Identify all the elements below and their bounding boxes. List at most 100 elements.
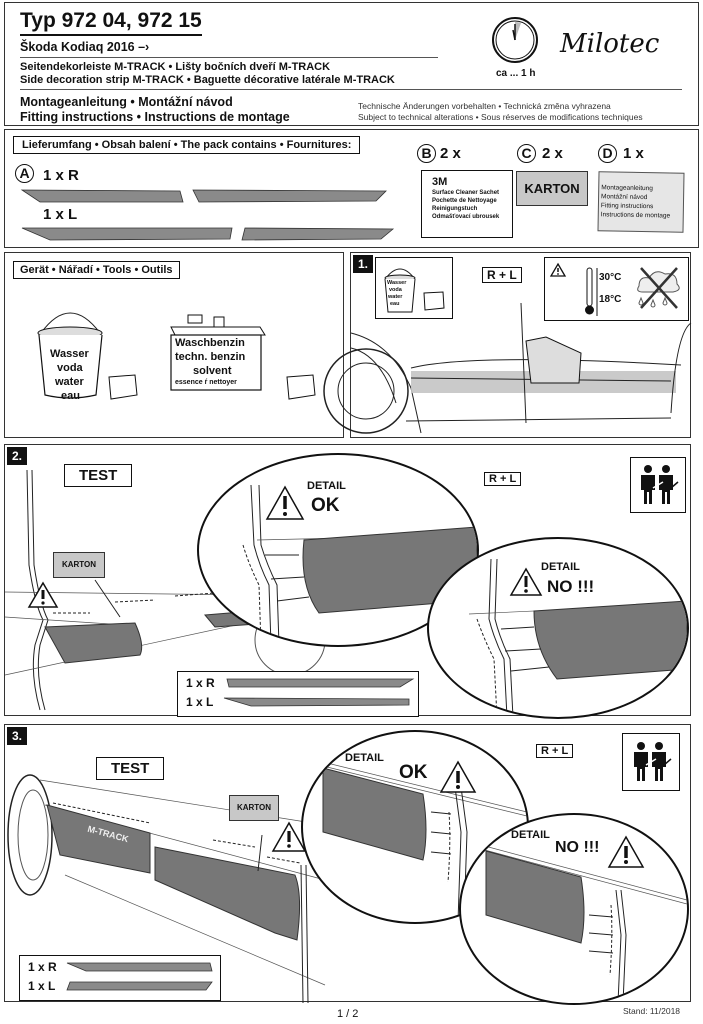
thermometer-icon [585,267,598,316]
vehicle-name: Škoda Kodiaq 2016 –› [20,40,150,54]
karton-card: KARTON [516,171,588,206]
can-label-2: techn. benzin [175,351,246,363]
side-badge: R + L [536,744,574,758]
bucket-label-4: eau [61,390,80,402]
conditions-box: 30°C 18°C [544,257,689,321]
warning-icon [439,760,477,793]
no-label: NO !!! [555,839,600,856]
item-a-qty-r: 1 x R [43,167,79,184]
temp-min: 18°C [599,294,622,305]
sachet-line-1: Surface Cleaner Sachet [432,190,500,196]
product-line-2: Side decoration strip M-TRACK • Baguette… [20,74,395,86]
detail-ok-drawing [242,484,477,645]
bucket-label-2: voda [57,362,83,374]
side-badge: R + L [484,472,522,486]
tools-panel: Gerät • Nářadí • Tools • Outils Wasser v… [4,252,344,438]
revision-date: Stand: 11/2018 [623,1006,681,1016]
item-a-letter: A [15,164,34,183]
step-number: 2. [7,447,28,465]
notice-line-2: Subject to technical alterations • Sous … [358,112,643,122]
step-3-panel: 3. M-TRACK TEST KARTON DETAIL OK [4,724,691,1005]
test-label: TEST [96,757,165,780]
item-a-qty-l: 1 x L [43,206,78,223]
cloth-icon [423,291,445,311]
strip-r-front [20,189,184,203]
can-label-4: essence ŕ nettoyer [175,379,237,386]
item-d-qty: 1 x [623,145,644,162]
warning-icon [509,567,543,596]
no-rain-icon [637,267,680,309]
strip-l-front [21,227,233,241]
bucket-label-3: water [55,376,84,388]
bucket-icon [384,268,416,313]
two-person-icon [622,733,680,791]
warning-icon [607,835,645,868]
step1-bucket-label-3: water [388,294,403,300]
notice-line-1: Technische Änderungen vorbehalten • Tech… [358,101,611,111]
strip-r-rear [192,189,387,203]
product-line-1: Seitendekorleiste M-TRACK • Lišty bočníc… [20,61,331,73]
strip-l-rear [241,227,395,241]
detail-no-drawing [480,844,687,1003]
tools-heading: Gerät • Nářadí • Tools • Outils [13,261,180,279]
detail-label: DETAIL [541,561,580,573]
bucket-icon [37,312,103,399]
sheet-line-4: Instructions de montage [600,211,671,220]
doc-type-line-1: Montageanleitung • Montážní návod [20,95,233,109]
two-person-icon-glyph [634,742,672,781]
car-side-illustration [323,302,692,434]
warning-icon [27,581,59,608]
sheet-line-1: Montageanleitung [601,184,653,193]
detail-no-drawing [468,558,687,717]
can-label-3: solvent [193,365,232,377]
solvent-can-icon [170,314,266,391]
item-c-qty: 2 x [542,145,563,162]
warning-icon [271,821,307,852]
test-label: TEST [64,464,133,487]
karton-card: KARTON [229,795,279,821]
item-b-qty: 2 x [440,145,461,162]
step1-bucket-label-4: eau [390,301,400,307]
strip-legend: 1 x R 1 x L [177,671,419,717]
legend-qty-l: 1 x L [28,979,56,993]
step-2-panel: 2. TEST KARTON DETAIL OK [4,444,691,719]
cleaner-sachet: 3M Surface Cleaner Sachet Pochette de Ne… [421,170,513,238]
page-number: 1 / 2 [337,1008,359,1020]
item-c-letter: C [517,144,536,163]
warning-icon [265,485,305,520]
time-estimate: ca ... 1 h [496,68,536,79]
item-d-letter: D [598,144,617,163]
no-label: NO !!! [547,577,595,596]
doc-title: Typ 972 04, 972 15 [20,9,202,36]
item-b-letter: B [417,144,436,163]
pack-heading: Lieferumfang • Obsah balení • The pack c… [13,136,361,154]
sachet-line-2: Pochette de Nettoyage [432,198,497,204]
legend-qty-l: 1 x L [186,695,214,709]
legend-strip-l [66,981,213,991]
header-divider-2 [20,89,682,90]
cloth-icon [286,374,316,400]
ok-label: OK [399,762,428,783]
karton-card: KARTON [53,552,105,578]
door-illustration [7,774,326,1004]
detail-ok-drawing [322,761,527,922]
sachet-brand: 3M [432,176,448,188]
legend-strip-l [223,697,410,707]
sachet-line-3: Reinigungstuch [432,206,478,212]
clock-icon [492,17,538,63]
step1-bucket-label-1: Wasser [387,280,407,286]
legend-strip-r [66,962,213,972]
side-badge: R + L [482,267,522,283]
legend-strip-r [226,678,415,688]
instruction-sheet: Montageanleitung Montážní návod Fitting … [597,171,685,233]
detail-label: DETAIL [307,480,346,492]
warning-icon [549,262,567,277]
detail-label: DETAIL [345,752,384,764]
brand-logo: Milotec [560,29,660,59]
sheet-line-2: Montážní návod [601,193,648,202]
bucket-label-1: Wasser [50,348,89,360]
two-person-icon [630,457,686,513]
detail-no-callout: DETAIL NO !!! [459,813,689,1005]
step-number: 3. [7,727,28,745]
step-number: 1. [353,255,374,273]
